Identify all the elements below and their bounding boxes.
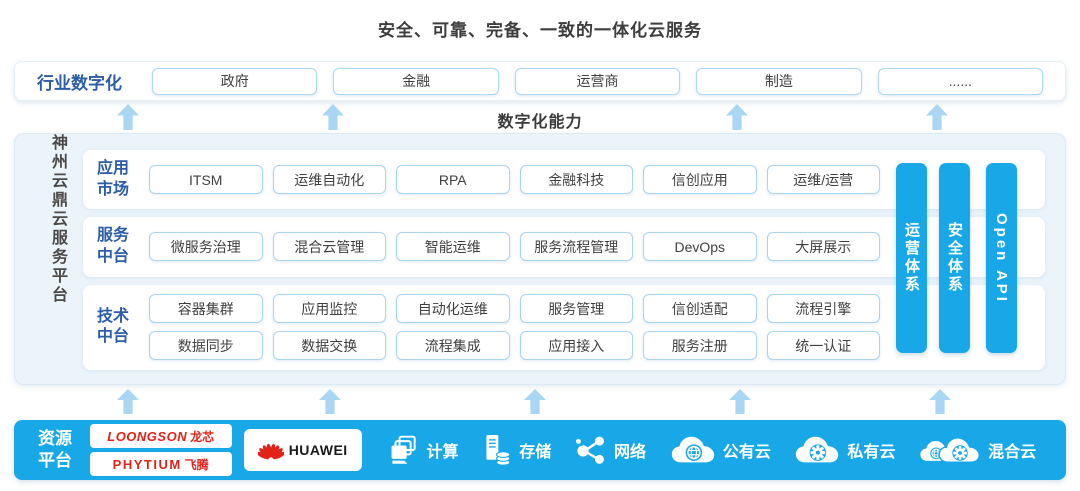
row-item: 应用监控 bbox=[272, 294, 386, 324]
row-item: 服务管理 bbox=[519, 294, 633, 324]
row-item-line: 微服务治理混合云管理智能运维服务流程管理 DevOps 大屏展示 bbox=[149, 232, 880, 262]
huawei-logo-text: HUAWEI bbox=[288, 442, 348, 458]
row-item-line: 数据同步数据交换流程集成应用接入服务注册统一认证 bbox=[149, 331, 880, 361]
row-label: 服务中台 bbox=[97, 227, 130, 265]
resource-item-label: 混合云 bbox=[988, 444, 1037, 461]
phytium-logo-text: PHYTIUM bbox=[112, 456, 182, 472]
public-cloud-icon bbox=[670, 435, 716, 465]
row-item: 容器集群 bbox=[149, 294, 263, 324]
row-label: 技术中台 bbox=[97, 307, 130, 346]
row-item: 服务注册 bbox=[643, 331, 757, 361]
row-item: 自动化运维 bbox=[396, 294, 510, 324]
resource-items: 计算 存储 bbox=[362, 433, 1054, 467]
resource-item: 存储 bbox=[482, 433, 551, 467]
loongson-cn-text: 龙芯 bbox=[190, 429, 215, 444]
platform-section: 神州云鼎云服务平台 应用市场 ITSM 运维自动化 RPA 金融科技信创应用运维/运营… bbox=[14, 133, 1066, 385]
row-item: 应用接入 bbox=[519, 331, 633, 361]
industry-item: 运营商 bbox=[514, 67, 681, 95]
row-items: 容器集群应用监控自动化运维服务管理信创适配流程引擎数据同步数据交换流程集成应用接… bbox=[149, 294, 880, 361]
row-item-line: 容器集群应用监控自动化运维服务管理信创适配流程引擎 bbox=[149, 294, 880, 324]
resource-item-label: 公有云 bbox=[722, 444, 771, 461]
row-items: 微服务治理混合云管理智能运维服务流程管理 DevOps 大屏展示 bbox=[149, 232, 880, 262]
industry-section: 行业数字化 政府金融运营商制造...... bbox=[14, 61, 1066, 101]
row-item: 大屏展示 bbox=[766, 232, 880, 262]
resource-item-label: 存储 bbox=[519, 444, 552, 461]
row-item: 流程引擎 bbox=[766, 294, 880, 324]
resource-item: 私有云 bbox=[794, 435, 895, 465]
row-item: 混合云管理 bbox=[272, 232, 386, 262]
resource-item: 公有云 bbox=[670, 435, 771, 465]
compute-icon bbox=[388, 434, 420, 466]
industry-item: 金融 bbox=[333, 67, 499, 95]
up-arrow-icon bbox=[929, 389, 951, 414]
row-item: 智能运维 bbox=[396, 232, 510, 262]
up-arrow-icon bbox=[319, 389, 341, 414]
phytium-cn-text: 飞腾 bbox=[184, 457, 209, 472]
row-item: 服务流程管理 bbox=[519, 232, 633, 262]
resource-item: 网络 bbox=[575, 435, 646, 465]
up-arrow-icon bbox=[729, 389, 751, 414]
huawei-chip: HUAWEI bbox=[243, 429, 362, 471]
capability-label: 数字化能力 bbox=[497, 114, 583, 131]
row-item: 微服务治理 bbox=[149, 232, 263, 262]
platform-row: 应用市场 ITSM 运维自动化 RPA 金融科技信创应用运维/运营 bbox=[83, 150, 1045, 210]
platform-row: 服务中台 微服务治理混合云管理智能运维服务流程管理 DevOps 大屏展示 bbox=[83, 217, 1045, 277]
cpu-vendor-chips: LOONGSON 龙芯 PHYTIUM 飞腾 bbox=[89, 424, 232, 476]
up-arrow-icon bbox=[117, 389, 139, 414]
capability-arrows-top: 数字化能力 bbox=[14, 104, 1066, 132]
row-item: ITSM bbox=[149, 165, 263, 195]
resource-item: 混合云 bbox=[919, 435, 1036, 466]
industry-item: 制造 bbox=[696, 67, 862, 95]
huawei-flower-icon bbox=[257, 438, 284, 462]
storage-icon bbox=[482, 433, 512, 467]
row-item: 运维/运营 bbox=[766, 165, 880, 195]
row-item: 统一认证 bbox=[766, 331, 880, 361]
hybrid-cloud-icon bbox=[919, 435, 981, 466]
network-icon bbox=[575, 435, 607, 465]
industry-item: 政府 bbox=[152, 67, 318, 95]
resource-item: 计算 bbox=[388, 434, 459, 466]
row-items: ITSM 运维自动化 RPA 金融科技信创应用运维/运营 bbox=[149, 165, 880, 195]
phytium-chip: PHYTIUM 飞腾 bbox=[89, 452, 232, 476]
platform-side-label: 神州云鼎云服务平台 bbox=[49, 134, 66, 305]
row-item: 信创应用 bbox=[643, 165, 757, 195]
page-title: 安全、可靠、完备、一致的一体化云服务 bbox=[378, 21, 702, 40]
row-label: 应用市场 bbox=[97, 159, 130, 198]
industry-label: 行业数字化 bbox=[37, 73, 122, 93]
row-item: 数据同步 bbox=[149, 331, 263, 361]
industry-item: ...... bbox=[877, 67, 1044, 95]
row-item: RPA bbox=[396, 165, 510, 195]
row-item: 金融科技 bbox=[519, 165, 633, 195]
resource-label: 资源平台 bbox=[38, 428, 72, 470]
row-item: DevOps bbox=[643, 232, 757, 262]
up-arrow-icon bbox=[524, 389, 546, 414]
resource-item-label: 网络 bbox=[613, 444, 646, 461]
resource-item-label: 私有云 bbox=[847, 444, 896, 461]
loongson-logo-text: LOONGSON bbox=[107, 428, 188, 444]
industry-items: 政府金融运营商制造...... bbox=[152, 67, 1044, 95]
row-item: 数据交换 bbox=[272, 331, 386, 361]
platform-rows: 应用市场 ITSM 运维自动化 RPA 金融科技信创应用运维/运营 服务中台 微服务治… bbox=[83, 150, 1045, 371]
private-cloud-icon bbox=[794, 435, 840, 465]
resource-item-label: 计算 bbox=[426, 444, 459, 461]
row-item: 信创适配 bbox=[643, 294, 757, 324]
loongson-chip: LOONGSON 龙芯 bbox=[89, 424, 232, 448]
row-item-line: ITSM 运维自动化 RPA 金融科技信创应用运维/运营 bbox=[149, 165, 880, 195]
platform-row: 技术中台 容器集群应用监控自动化运维服务管理信创适配流程引擎数据同步数据交换流程… bbox=[83, 284, 1045, 371]
row-item: 流程集成 bbox=[396, 331, 510, 361]
resource-arrows bbox=[14, 389, 1066, 416]
resource-section: 资源平台 LOONGSON 龙芯 PHYTIUM 飞腾 bbox=[14, 420, 1066, 480]
row-item: 运维自动化 bbox=[272, 165, 386, 195]
